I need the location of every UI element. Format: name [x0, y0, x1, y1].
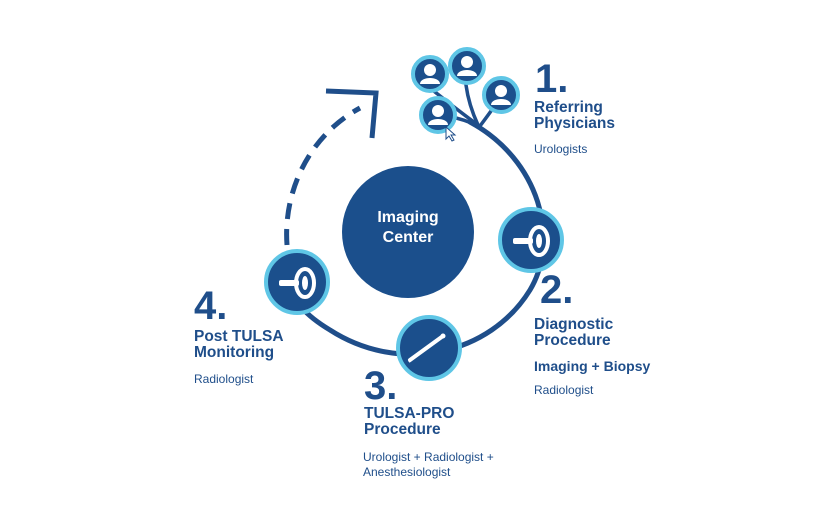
- step-4-title-line1: Post TULSA: [194, 328, 284, 345]
- mri-scanner-icon: [498, 207, 564, 273]
- step-4-number: 4.: [194, 284, 228, 328]
- step-3-title-line2: Procedure: [364, 421, 441, 438]
- step-3-role-line1: Urologist + Radiologist +: [363, 450, 494, 464]
- step-4-title-line2: Monitoring: [194, 344, 275, 361]
- step-1-title-line2: Physicians: [534, 115, 615, 132]
- step-2-number: 2.: [540, 268, 574, 312]
- imaging-center-label: Imaging Center: [344, 208, 472, 248]
- step-2-detail: Imaging + Biopsy: [534, 358, 651, 374]
- imaging-center-circle: [342, 166, 474, 298]
- step-3-role-line2: Anesthesiologist: [363, 465, 451, 479]
- cycle-arc: [287, 119, 546, 357]
- dashed-return-arc: [284, 105, 362, 246]
- cursor-icon: [445, 125, 457, 142]
- doctor-icon: [419, 96, 457, 134]
- center-label-line2: Center: [382, 229, 434, 246]
- step-2-title: Diagnostic Procedure: [534, 317, 613, 349]
- step-3-number: 3.: [364, 364, 398, 408]
- step-3-role: Urologist + Radiologist + Anesthesiologi…: [363, 450, 494, 480]
- step-4-role: Radiologist: [194, 372, 254, 386]
- step-2-title-line1: Diagnostic: [534, 316, 614, 333]
- step-1-title: Referring Physicians: [534, 100, 615, 132]
- step-4-title: Post TULSA Monitoring: [194, 329, 284, 361]
- step-3-title: TULSA-PRO Procedure: [364, 406, 454, 438]
- step-2-title-line2: Procedure: [534, 332, 611, 349]
- step-1-role: Urologists: [534, 142, 588, 156]
- doctor-icon: [411, 55, 449, 93]
- arrow-head: [325, 88, 379, 139]
- center-label-line1: Imaging: [377, 209, 439, 226]
- step-2-role: Radiologist: [534, 383, 594, 397]
- mri-scanner-icon: [264, 249, 330, 315]
- doctor-icon: [482, 76, 520, 114]
- step-3-title-line1: TULSA-PRO: [364, 405, 455, 422]
- catheter-icon: [396, 315, 462, 381]
- step-1-number: 1.: [535, 57, 569, 101]
- step-1-title-line1: Referring: [534, 99, 603, 116]
- doctor-icon: [448, 47, 486, 85]
